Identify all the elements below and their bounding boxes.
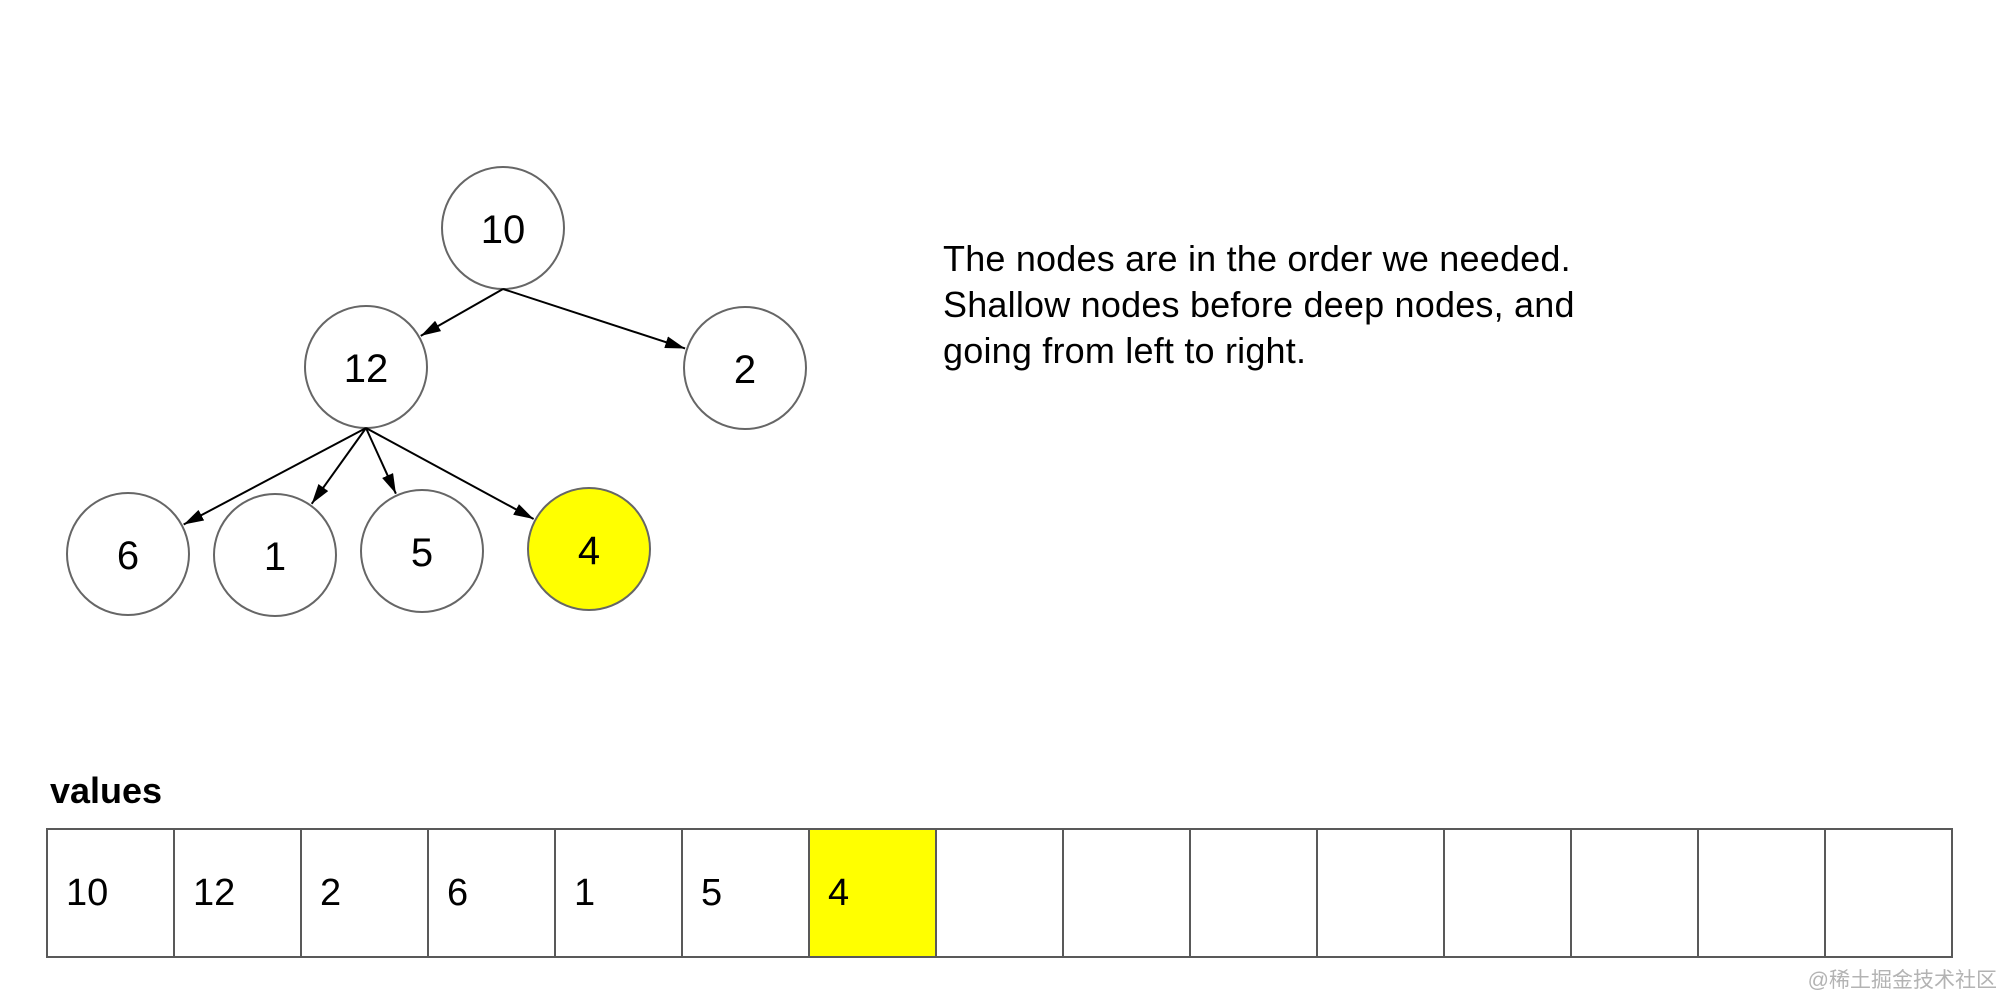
array-cell: 6 [427, 828, 556, 958]
tree-node-1 [213, 493, 337, 617]
array-cell [935, 828, 1064, 958]
array-cell [1824, 828, 1953, 958]
array-cell [1316, 828, 1445, 958]
tree-edge [420, 288, 504, 337]
array-cell: 10 [46, 828, 175, 958]
array-cell: 1 [554, 828, 683, 958]
array-cell [1189, 828, 1318, 958]
tree-node-label: 2 [734, 348, 756, 392]
array-cell: 2 [300, 828, 429, 958]
tree-node-5 [360, 489, 484, 613]
array-cell [1443, 828, 1572, 958]
tree-edge [183, 427, 367, 526]
tree-node-label: 1 [264, 535, 286, 579]
array-cell: 5 [681, 828, 810, 958]
array-cell [1062, 828, 1191, 958]
array-cell-highlighted: 4 [808, 828, 937, 958]
tree-node-6 [66, 492, 190, 616]
tree-edge [365, 427, 535, 520]
tree-edge [310, 427, 367, 505]
tree-node-label: 10 [481, 208, 526, 252]
explanation-text: The nodes are in the order we needed. Sh… [943, 238, 1575, 371]
array-cell: 12 [173, 828, 302, 958]
values-label: values [50, 770, 163, 811]
tree-node-2 [683, 306, 807, 430]
tree-node-label: 6 [117, 534, 139, 578]
tree-node-label: 4 [578, 529, 600, 573]
tree-edge [365, 427, 397, 495]
tree-node-label: 12 [344, 347, 389, 391]
array-cell [1697, 828, 1826, 958]
tree-node-label: 5 [411, 531, 433, 575]
tree-edge [502, 288, 686, 350]
array-cell [1570, 828, 1699, 958]
tree-node-4 [527, 487, 651, 611]
watermark: @稀土掘金技术社区 [1807, 969, 1997, 992]
